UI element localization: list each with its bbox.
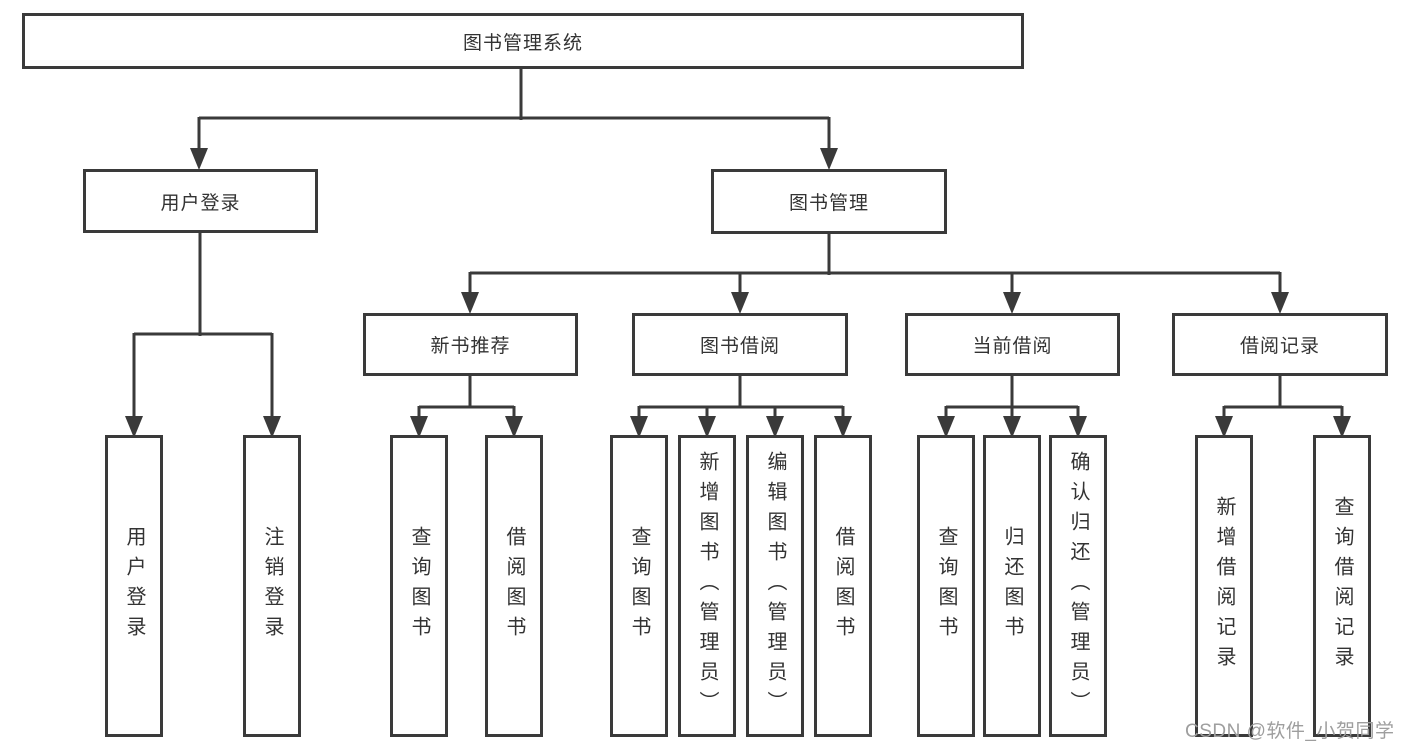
leaf-query-books-recommend-label: 查询图书	[408, 526, 430, 646]
leaf-logout-label: 注销登录	[261, 526, 283, 646]
leaf-query-books-recommend: 查询图书	[390, 435, 448, 737]
node-borrow-records-label: 借阅记录	[1239, 336, 1320, 357]
leaf-user-login: 用户登录	[105, 435, 163, 737]
arrowheads	[125, 148, 1351, 438]
leaf-query-books-borrow: 查询图书	[610, 435, 668, 737]
node-book-management-label: 图书管理	[788, 193, 869, 214]
leaf-borrow-books: 借阅图书	[814, 435, 872, 737]
node-book-borrow-label: 图书借阅	[699, 336, 780, 357]
node-current-borrow-label: 当前借阅	[972, 336, 1053, 357]
leaf-user-login-label: 用户登录	[123, 526, 145, 646]
leaf-logout: 注销登录	[243, 435, 301, 737]
node-library-system: 图书管理系统	[22, 13, 1024, 69]
leaf-edit-book-admin-label: 编辑图书（管理员）	[764, 451, 786, 721]
node-book-borrow: 图书借阅	[632, 313, 848, 376]
node-user-login-label: 用户登录	[160, 192, 241, 214]
leaf-query-borrow-record: 查询借阅记录	[1313, 435, 1371, 737]
leaf-edit-book-admin: 编辑图书（管理员）	[746, 435, 804, 737]
leaf-query-books-current-label: 查询图书	[935, 526, 957, 646]
leaf-add-book-admin-label: 新增图书（管理员）	[696, 451, 718, 721]
node-current-borrow: 当前借阅	[905, 313, 1120, 376]
leaf-add-book-admin: 新增图书（管理员）	[678, 435, 736, 737]
leaf-borrow-books-recommend: 借阅图书	[485, 435, 543, 737]
leaf-confirm-return-admin-label: 确认归还（管理员）	[1067, 451, 1089, 721]
leaf-query-books-current: 查询图书	[917, 435, 975, 737]
node-new-book-recommend-label: 新书推荐	[430, 336, 511, 357]
node-book-management: 图书管理	[711, 169, 947, 234]
leaf-return-book-label: 归还图书	[1001, 526, 1023, 646]
leaf-confirm-return-admin: 确认归还（管理员）	[1049, 435, 1107, 737]
node-user-login: 用户登录	[83, 169, 318, 233]
node-borrow-records: 借阅记录	[1172, 313, 1388, 376]
leaf-query-borrow-record-label: 查询借阅记录	[1331, 496, 1353, 676]
node-library-system-label: 图书管理系统	[462, 32, 583, 54]
leaf-query-books-borrow-label: 查询图书	[628, 526, 650, 646]
leaf-borrow-books-recommend-label: 借阅图书	[503, 526, 525, 646]
watermark: CSDN @软件_小贺同学	[1185, 721, 1395, 742]
connector-lines	[132, 69, 1344, 420]
leaf-add-borrow-record-label: 新增借阅记录	[1213, 496, 1235, 676]
leaf-add-borrow-record: 新增借阅记录	[1195, 435, 1253, 737]
node-new-book-recommend: 新书推荐	[363, 313, 578, 376]
leaf-return-book: 归还图书	[983, 435, 1041, 737]
leaf-borrow-books-label: 借阅图书	[832, 526, 854, 646]
